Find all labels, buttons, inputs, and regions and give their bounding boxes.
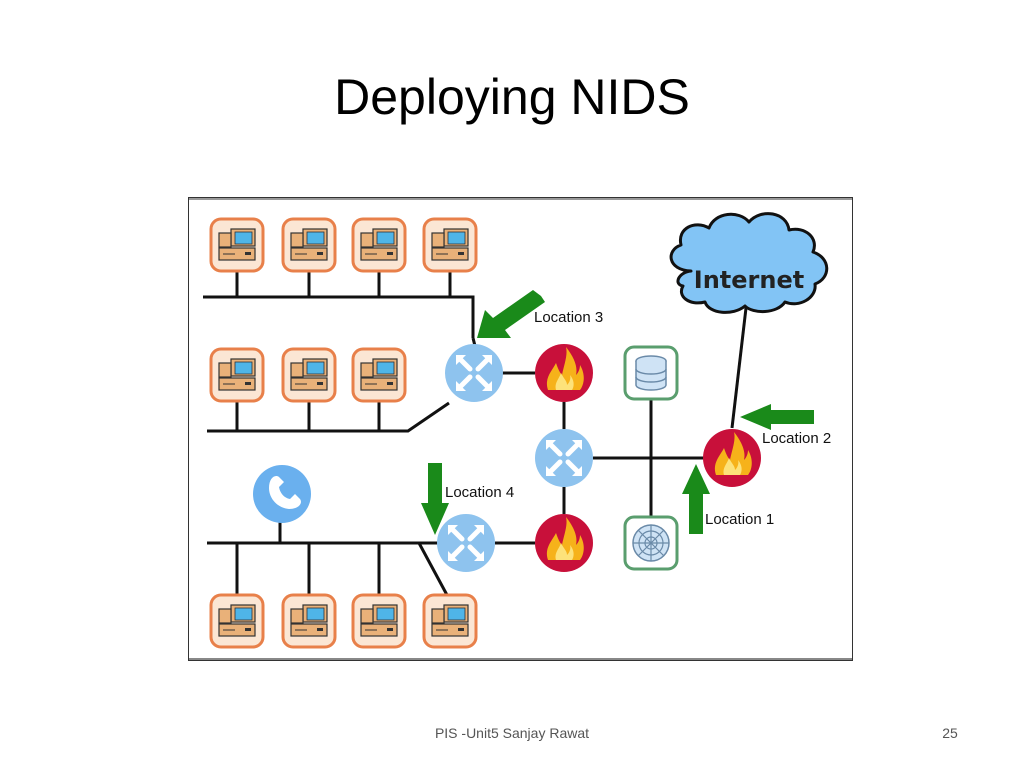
router-icon [437,514,495,572]
computer-icon [422,217,478,273]
arrow-icon [421,463,449,535]
firewall-icon [535,344,593,402]
location-2-label: Location 2 [762,430,831,447]
firewall-icon [703,429,761,487]
computer-icon [351,347,407,403]
arrow-icon [740,404,814,430]
computer-icon [422,593,478,649]
location-4-label: Location 4 [445,484,514,501]
router-icon [445,344,503,402]
computers [209,217,478,649]
computer-icon [281,593,337,649]
computer-icon [209,593,265,649]
internet-label: Internet [694,266,804,294]
page-number: 25 [942,725,958,741]
telephone-icon [253,465,311,523]
computer-icon [351,593,407,649]
arrow-icon [682,464,710,534]
firewall-icon [535,514,593,572]
web-server-icon [623,515,679,571]
network-diagram-svg: Internet Location 3 Location 2 Location … [203,212,831,649]
computer-icon [209,347,265,403]
location-1-label: Location 1 [705,511,774,528]
arrow-icon [477,290,545,338]
network-cables [203,271,748,596]
router-icon [535,429,593,487]
slide-title: Deploying NIDS [334,69,690,125]
computer-icon [281,217,337,273]
location-3-label: Location 3 [534,309,603,326]
computer-icon [209,217,265,273]
computer-icon [281,347,337,403]
internet-cloud: Internet [669,212,829,314]
computer-icon [351,217,407,273]
slide-footer: PIS -Unit5 Sanjay Rawat [434,725,590,741]
network-diagram: Internet Location 3 Location 2 Location … [188,197,853,661]
database-server-icon [623,345,679,401]
